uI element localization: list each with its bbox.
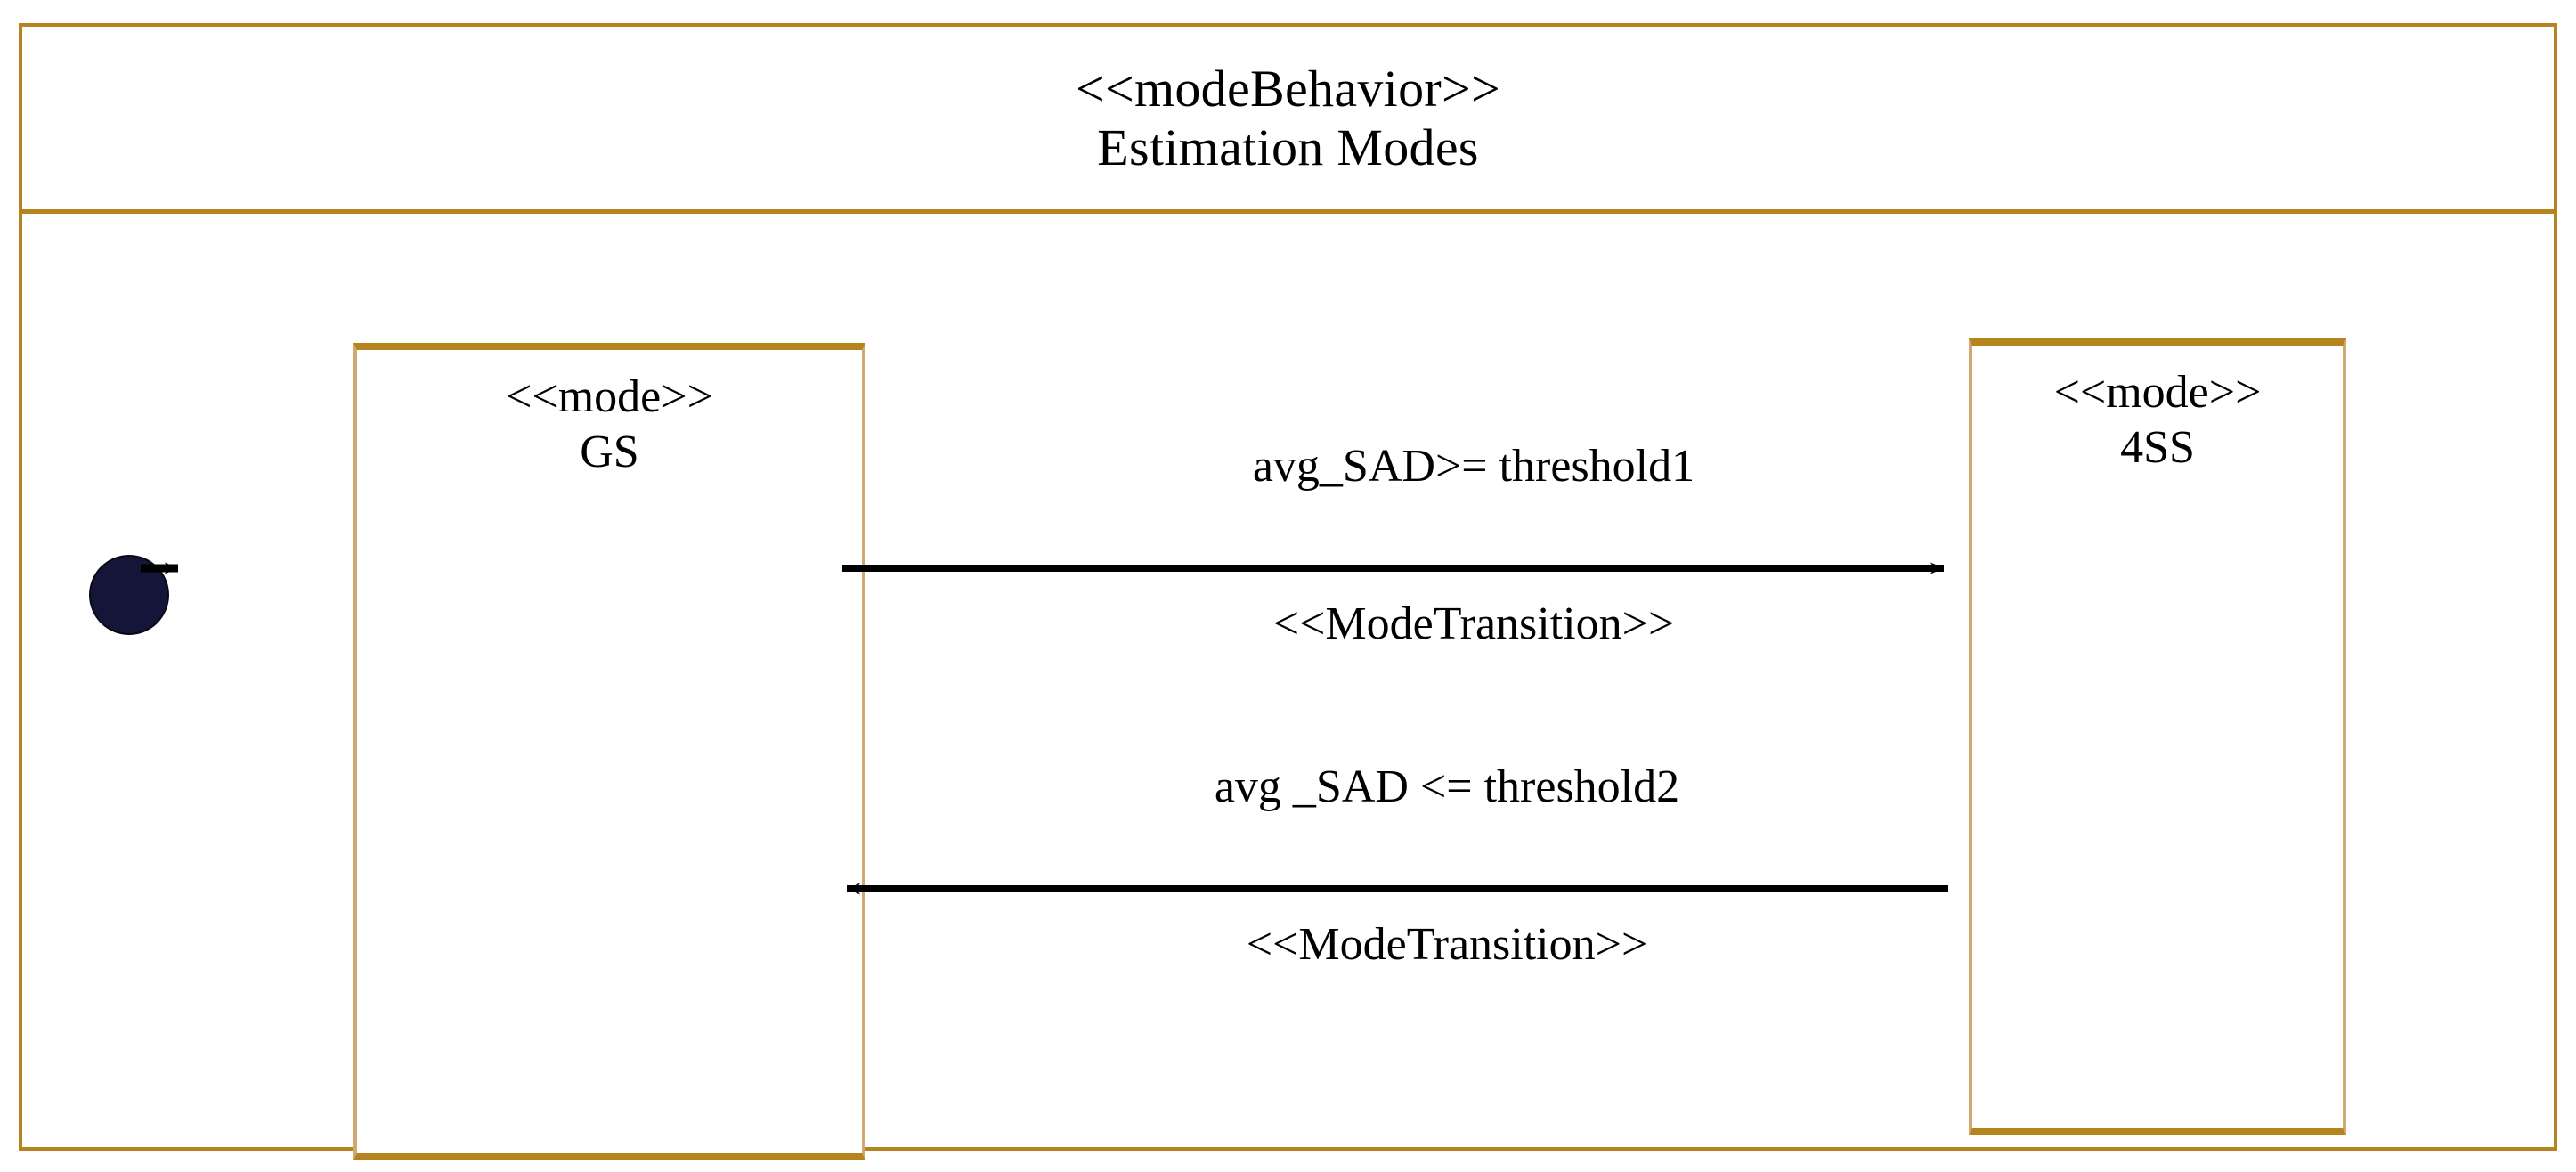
transition-gs-to-4ss-stereotype: <<ModeTransition>> [1272, 598, 1675, 649]
mode-behavior-frame: <<modeBehavior>> Estimation Modes <<mode… [19, 23, 2557, 1160]
transition-4ss-to-gs-guard: avg _SAD <= threshold2 [1214, 761, 1680, 812]
frame-title: Estimation Modes [1097, 118, 1479, 176]
frame-header: <<modeBehavior>> Estimation Modes [22, 27, 2554, 214]
mode-4ss-name: 4SS [2120, 422, 2195, 473]
initial-state-node[interactable] [91, 557, 167, 633]
mode-4ss-stereotype: <<mode>> [2053, 367, 2262, 418]
frame-stereotype: <<modeBehavior>> [1075, 59, 1501, 118]
mode-box-4ss[interactable]: <<mode>> 4SS [1969, 338, 2346, 1135]
transition-gs-to-4ss-guard: avg_SAD>= threshold1 [1252, 441, 1695, 492]
mode-gs-stereotype: <<mode>> [506, 371, 713, 422]
mode-gs-name: GS [580, 427, 639, 477]
mode-box-gs[interactable]: <<mode>> GS [353, 343, 865, 1160]
transition-4ss-to-gs-stereotype: <<ModeTransition>> [1246, 919, 1648, 970]
